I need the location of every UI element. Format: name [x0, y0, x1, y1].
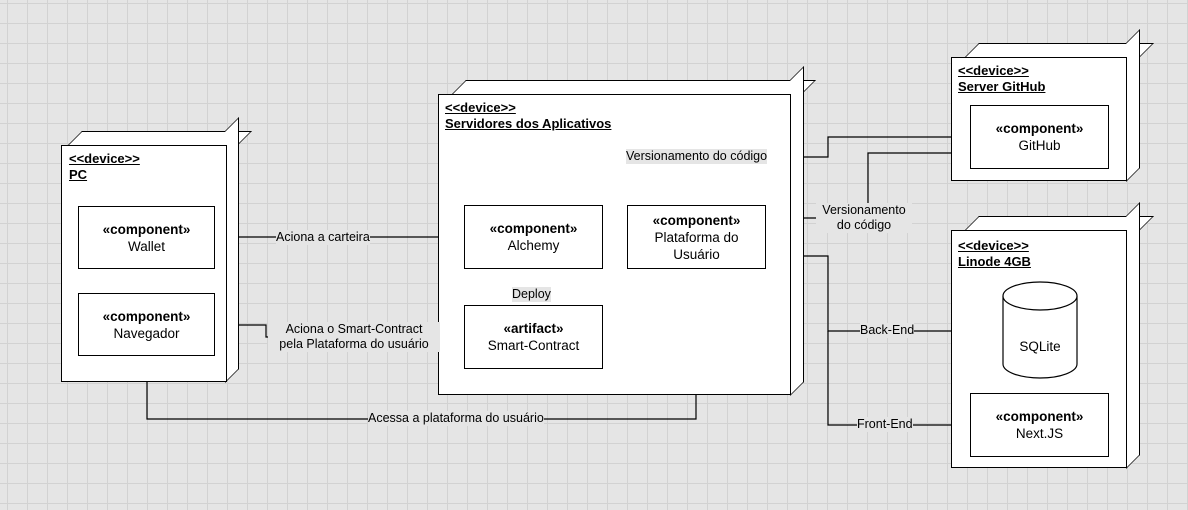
smart-contract-artifact: «artifact» Smart-Contract — [464, 305, 603, 369]
nextjs-stereotype: «component» — [995, 409, 1084, 424]
label-back-end: Back-End — [860, 323, 915, 338]
plataforma-name-line1: Plataforma do — [654, 229, 739, 245]
navegador-component: «component» Navegador — [78, 293, 215, 356]
label-deploy: Deploy — [512, 287, 551, 302]
pc-stereotype: <<device>> — [69, 151, 140, 166]
label-acessa-plataforma: Acessa a plataforma do usuário — [368, 411, 544, 426]
pc-name: PC — [69, 167, 88, 182]
plataforma-stereotype: «component» — [652, 212, 741, 228]
edge-front-end — [827, 331, 971, 430]
wallet-stereotype: «component» — [102, 221, 191, 237]
github-server-name: Server GitHub — [958, 79, 1046, 94]
alchemy-name: Alchemy — [507, 238, 560, 253]
plataforma-name-line2: Usuário — [673, 246, 720, 262]
plataforma-component: «component» Plataforma do Usuário — [627, 205, 766, 269]
github-stereotype: «component» — [995, 121, 1084, 136]
label-versioning-right-line2: do código — [836, 218, 892, 232]
linode-stereotype: <<device>> — [958, 238, 1029, 253]
wallet-component: «component» Wallet — [78, 206, 215, 269]
github-component: «component» GitHub — [970, 105, 1109, 169]
sqlite-database: SQLite — [1002, 281, 1078, 379]
servers-name: Servidores dos Aplicativos — [445, 116, 612, 131]
label-aciona-smart-line2: pela Plataforma do usuário — [279, 337, 429, 351]
label-aciona-smart-line1: Aciona o Smart-Contract — [285, 322, 423, 336]
database-cylinder-icon — [1002, 281, 1078, 379]
label-versioning-top: Versionamento do código — [626, 149, 768, 164]
wallet-name: Wallet — [127, 238, 165, 254]
label-front-end: Front-End — [857, 417, 913, 432]
label-aciona-smart-contract: Aciona o Smart-Contract pela Plataforma … — [268, 322, 440, 352]
github-server-stereotype: <<device>> — [958, 63, 1029, 78]
nextjs-name: Next.JS — [1015, 426, 1064, 441]
smart-contract-name: Smart-Contract — [487, 338, 580, 353]
label-aciona-carteira: Aciona a carteira — [276, 230, 370, 245]
linode-name: Linode 4GB — [958, 254, 1031, 269]
nextjs-component: «component» Next.JS — [970, 393, 1109, 457]
navegador-stereotype: «component» — [102, 308, 191, 324]
sqlite-name: SQLite — [1019, 339, 1061, 354]
alchemy-component: «component» Alchemy — [464, 205, 603, 269]
servers-stereotype: <<device>> — [445, 100, 516, 115]
navegador-name: Navegador — [113, 325, 180, 341]
smart-contract-stereotype: «artifact» — [503, 321, 564, 336]
label-versioning-right: Versionamento do código — [816, 203, 912, 233]
label-versioning-right-line1: Versionamento — [822, 203, 906, 217]
alchemy-stereotype: «component» — [489, 221, 578, 236]
github-name: GitHub — [1018, 138, 1061, 153]
